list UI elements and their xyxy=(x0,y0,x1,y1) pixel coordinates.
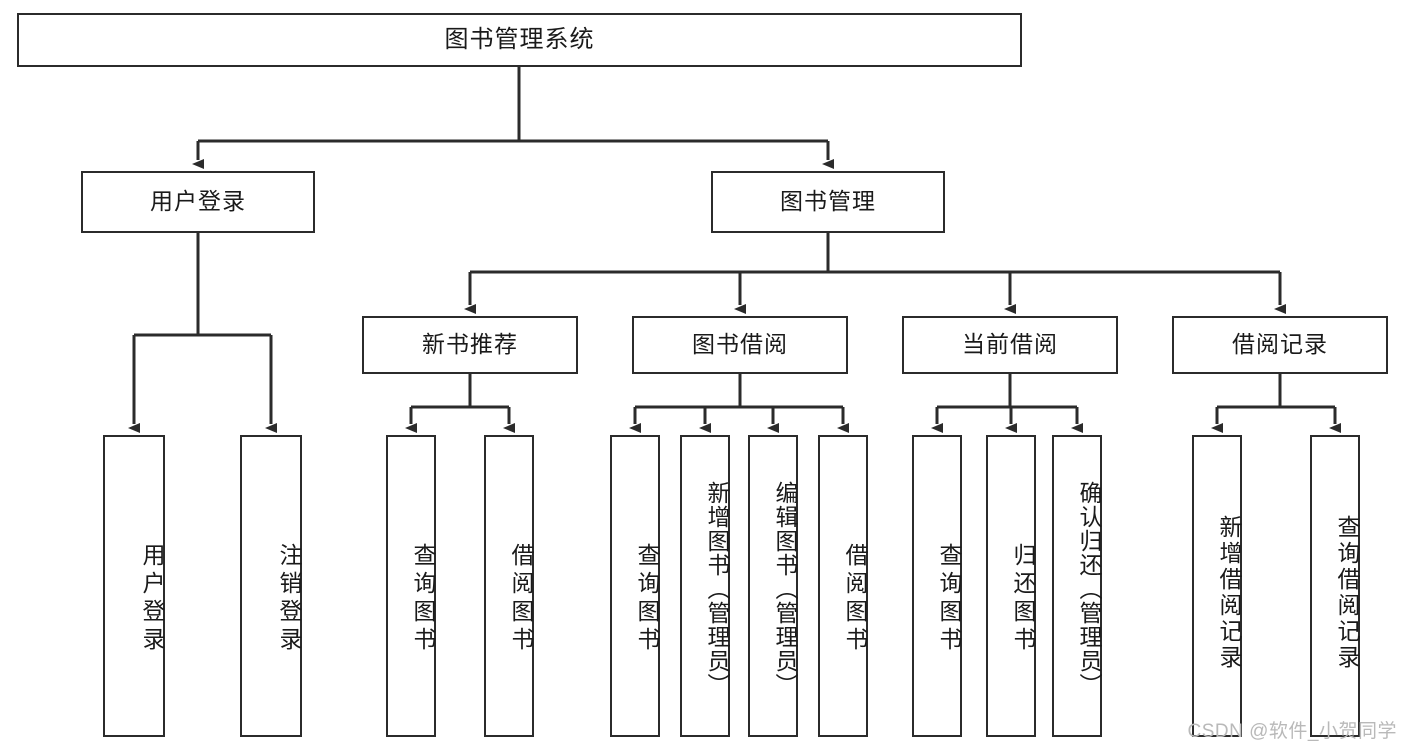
leaf-label: 归还图书 xyxy=(1010,543,1036,655)
leaf-label: 查询借阅记录 xyxy=(1334,515,1360,671)
node-book-manage[interactable]: 图书管理 xyxy=(711,171,945,233)
leaf-label: 注销登录 xyxy=(276,543,302,655)
leaf-label: 编辑图书（管理员） xyxy=(772,481,798,697)
leaf-label: 新增图书（管理员） xyxy=(704,481,730,697)
node-book-borrow[interactable]: 图书借阅 xyxy=(632,316,848,374)
leaf-confirm-return-admin[interactable]: 确认归还（管理员） xyxy=(1052,435,1102,737)
leaf-user-login[interactable]: 用户登录 xyxy=(103,435,165,737)
leaf-label: 新增借阅记录 xyxy=(1216,515,1242,671)
leaf-add-book-admin[interactable]: 新增图书（管理员） xyxy=(680,435,730,737)
leaf-edit-book-admin[interactable]: 编辑图书（管理员） xyxy=(748,435,798,737)
leaf-add-borrow-record[interactable]: 新增借阅记录 xyxy=(1192,435,1242,737)
leaf-label: 借阅图书 xyxy=(508,543,534,655)
leaf-borrow-book[interactable]: 借阅图书 xyxy=(818,435,868,737)
leaf-label: 查询图书 xyxy=(936,543,962,655)
leaf-query-book-recommend[interactable]: 查询图书 xyxy=(386,435,436,737)
leaf-borrow-book-recommend[interactable]: 借阅图书 xyxy=(484,435,534,737)
node-new-book-recommend[interactable]: 新书推荐 xyxy=(362,316,578,374)
leaf-return-book[interactable]: 归还图书 xyxy=(986,435,1036,737)
watermark-text: CSDN @软件_小贺同学 xyxy=(1187,721,1397,742)
leaf-query-borrow-record[interactable]: 查询借阅记录 xyxy=(1310,435,1360,737)
leaf-query-book-current[interactable]: 查询图书 xyxy=(912,435,962,737)
leaf-label: 借阅图书 xyxy=(842,543,868,655)
leaf-label: 确认归还（管理员） xyxy=(1076,481,1102,697)
leaf-label: 查询图书 xyxy=(634,543,660,655)
leaf-label: 查询图书 xyxy=(410,543,436,655)
leaf-query-book-borrow[interactable]: 查询图书 xyxy=(610,435,660,737)
leaf-label: 用户登录 xyxy=(139,543,165,655)
node-user-login[interactable]: 用户登录 xyxy=(81,171,315,233)
leaf-logout-login[interactable]: 注销登录 xyxy=(240,435,302,737)
node-borrow-record[interactable]: 借阅记录 xyxy=(1172,316,1388,374)
node-current-borrow[interactable]: 当前借阅 xyxy=(902,316,1118,374)
node-root[interactable]: 图书管理系统 xyxy=(17,13,1022,67)
